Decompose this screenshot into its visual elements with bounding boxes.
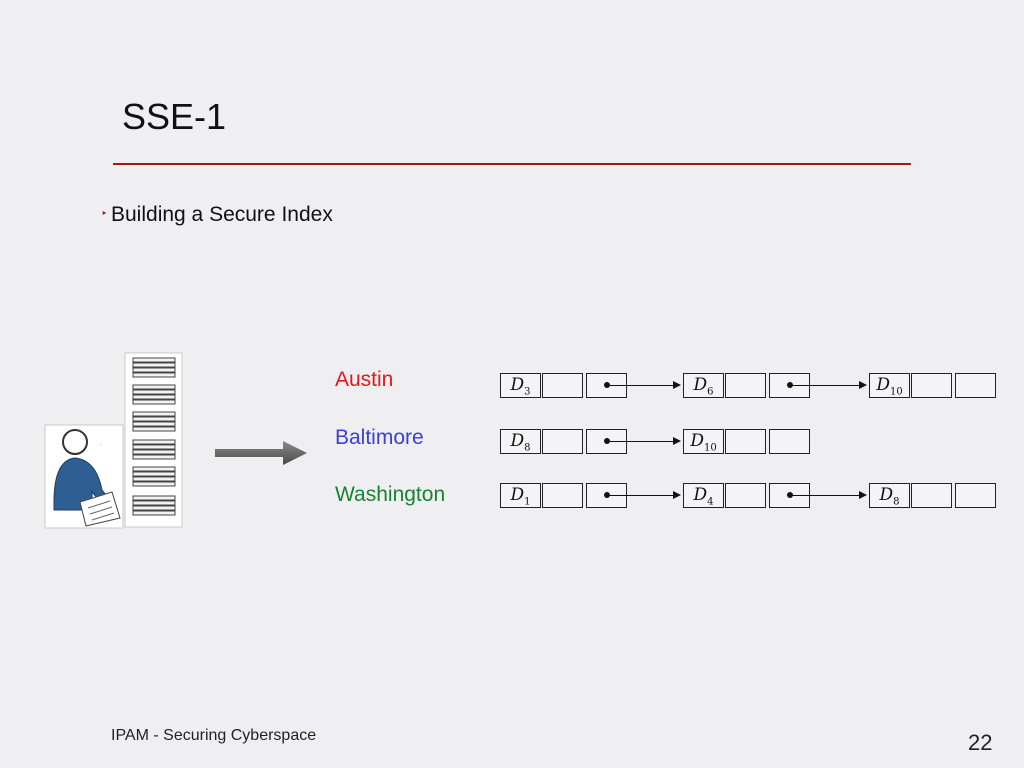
document-letter: D — [510, 375, 525, 395]
document-id-cell: D8 — [869, 483, 910, 508]
pointer-cell — [769, 429, 810, 454]
document-letter: D — [690, 431, 704, 451]
footer-text: IPAM - Securing Cyberspace — [111, 727, 317, 744]
keyword-label: Baltimore — [335, 426, 424, 449]
document-letter: D — [510, 485, 525, 505]
pointer-arrowhead-icon — [673, 381, 681, 389]
pointer-arrow-line — [607, 385, 674, 386]
user-documents-illustration: . — [44, 352, 183, 529]
document-id-cell: D8 — [500, 429, 541, 454]
pointer-arrow-line — [790, 495, 860, 496]
bullet-marker-icon: ‣ — [101, 208, 108, 220]
pointer-arrowhead-icon — [859, 381, 867, 389]
document-id-cell: D1 — [500, 483, 541, 508]
key-cell — [911, 483, 952, 508]
pointer-cell — [955, 483, 996, 508]
document-id-cell: D10 — [869, 373, 910, 398]
key-cell — [542, 429, 583, 454]
pointer-arrowhead-icon — [859, 491, 867, 499]
document-subscript: 1 — [524, 496, 531, 508]
key-cell — [725, 429, 766, 454]
key-cell — [542, 483, 583, 508]
pointer-cell — [955, 373, 996, 398]
pointer-arrowhead-icon — [673, 437, 681, 445]
pointer-arrow-line — [790, 385, 860, 386]
document-letter: D — [693, 375, 708, 395]
title-divider — [113, 163, 911, 165]
bullet-text: Building a Secure Index — [111, 203, 333, 226]
document-id-cell: D10 — [683, 429, 724, 454]
document-subscript: 3 — [524, 386, 531, 398]
pointer-arrow-line — [607, 441, 674, 442]
document-subscript: 8 — [893, 496, 900, 508]
keyword-label: Washington — [335, 483, 446, 506]
document-subscript: 10 — [703, 442, 717, 454]
user-writing-icon: . — [44, 424, 124, 529]
document-letter: D — [510, 431, 525, 451]
document-letter: D — [879, 485, 894, 505]
key-cell — [725, 483, 766, 508]
document-subscript: 6 — [707, 386, 714, 398]
document-stack-icon — [124, 352, 183, 528]
key-cell — [725, 373, 766, 398]
pointer-arrowhead-icon — [673, 491, 681, 499]
svg-text:.: . — [100, 440, 102, 447]
keyword-label: Austin — [335, 368, 394, 391]
document-id-cell: D3 — [500, 373, 541, 398]
slide-title: SSE-1 — [122, 96, 227, 137]
document-letter: D — [693, 485, 708, 505]
document-subscript: 4 — [707, 496, 714, 508]
key-cell — [542, 373, 583, 398]
document-letter: D — [876, 375, 890, 395]
pointer-arrow-line — [607, 495, 674, 496]
document-id-cell: D6 — [683, 373, 724, 398]
document-subscript: 8 — [524, 442, 531, 454]
page-number: 22 — [968, 730, 993, 755]
document-subscript: 10 — [889, 386, 903, 398]
key-cell — [911, 373, 952, 398]
right-arrow-icon — [215, 441, 307, 465]
document-id-cell: D4 — [683, 483, 724, 508]
